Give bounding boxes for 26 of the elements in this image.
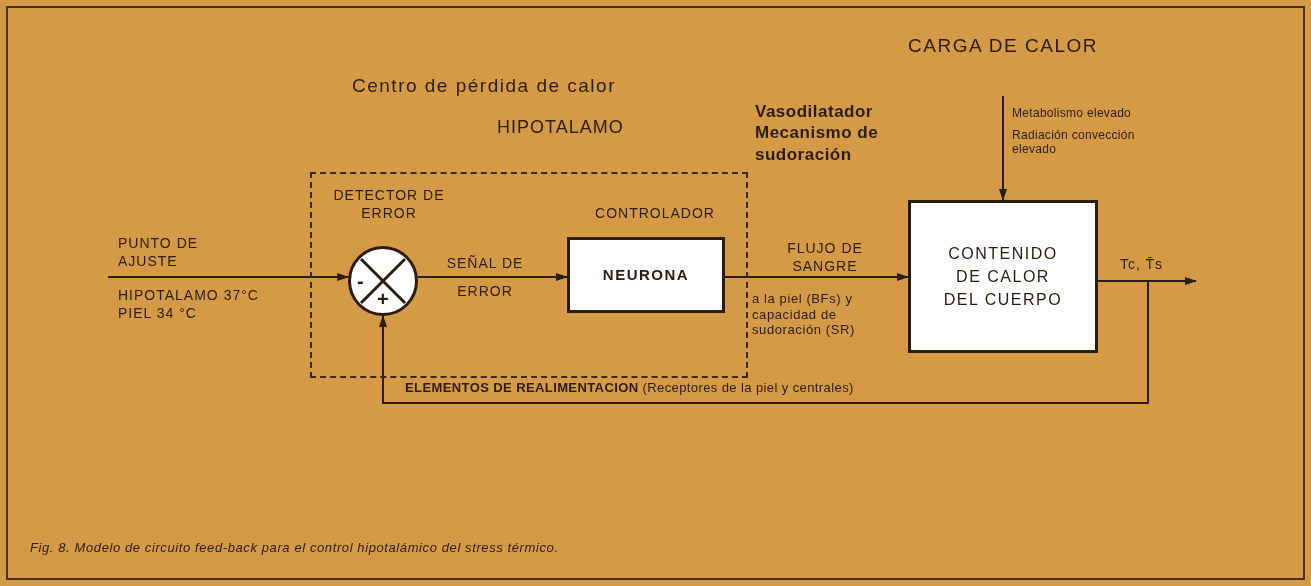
box-label: NEURONA	[601, 265, 691, 286]
arrow	[999, 95, 1007, 201]
process-box	[908, 200, 1098, 353]
edge-label: PUNTO DE AJUSTE	[118, 235, 200, 270]
minus-sign: -	[357, 271, 364, 291]
node-caption: DETECTOR DE ERROR	[332, 187, 446, 222]
box-label: CONTENIDO DE CALOR DEL CUERPO	[942, 243, 1064, 311]
arrow	[107, 273, 350, 281]
heading-text: CARGA DE CALOR	[907, 34, 1099, 59]
node-caption: CONTROLADOR	[594, 205, 716, 223]
annotation-text: a la piel (BFs) y capacidad de sudoración (SR)	[752, 291, 856, 338]
arrow	[416, 273, 568, 281]
group-heading: HIPOTALAMO	[497, 116, 625, 139]
edge-label: SEÑAL DE ERROR	[445, 254, 525, 301]
annotation-text: Metabolismo elevado	[1012, 106, 1133, 121]
arrow	[724, 273, 909, 281]
annotation-text: HIPOTALAMO 37°C PIEL 34 °C	[118, 287, 260, 322]
edge-label: ELEMENTOS DE REALIMENTACION (Receptores de la piel y centrales)	[405, 380, 855, 397]
arrow	[379, 280, 1149, 404]
edge-label: Tc, T̄s	[1120, 256, 1165, 274]
figure-caption: Fig. 8. Modelo de circuito feed-back para el control hipotalámico del stress térmico.	[30, 540, 560, 557]
plus-sign: +	[377, 289, 389, 309]
group-heading: Centro de pérdida de calor	[352, 74, 617, 98]
annotation-text: Radiación convección elevado	[1012, 129, 1136, 157]
edge-label: FLUJO DE SANGRE	[786, 240, 864, 275]
annotation-text: Vasodilatador Mecanismo de sudoración	[755, 101, 880, 165]
